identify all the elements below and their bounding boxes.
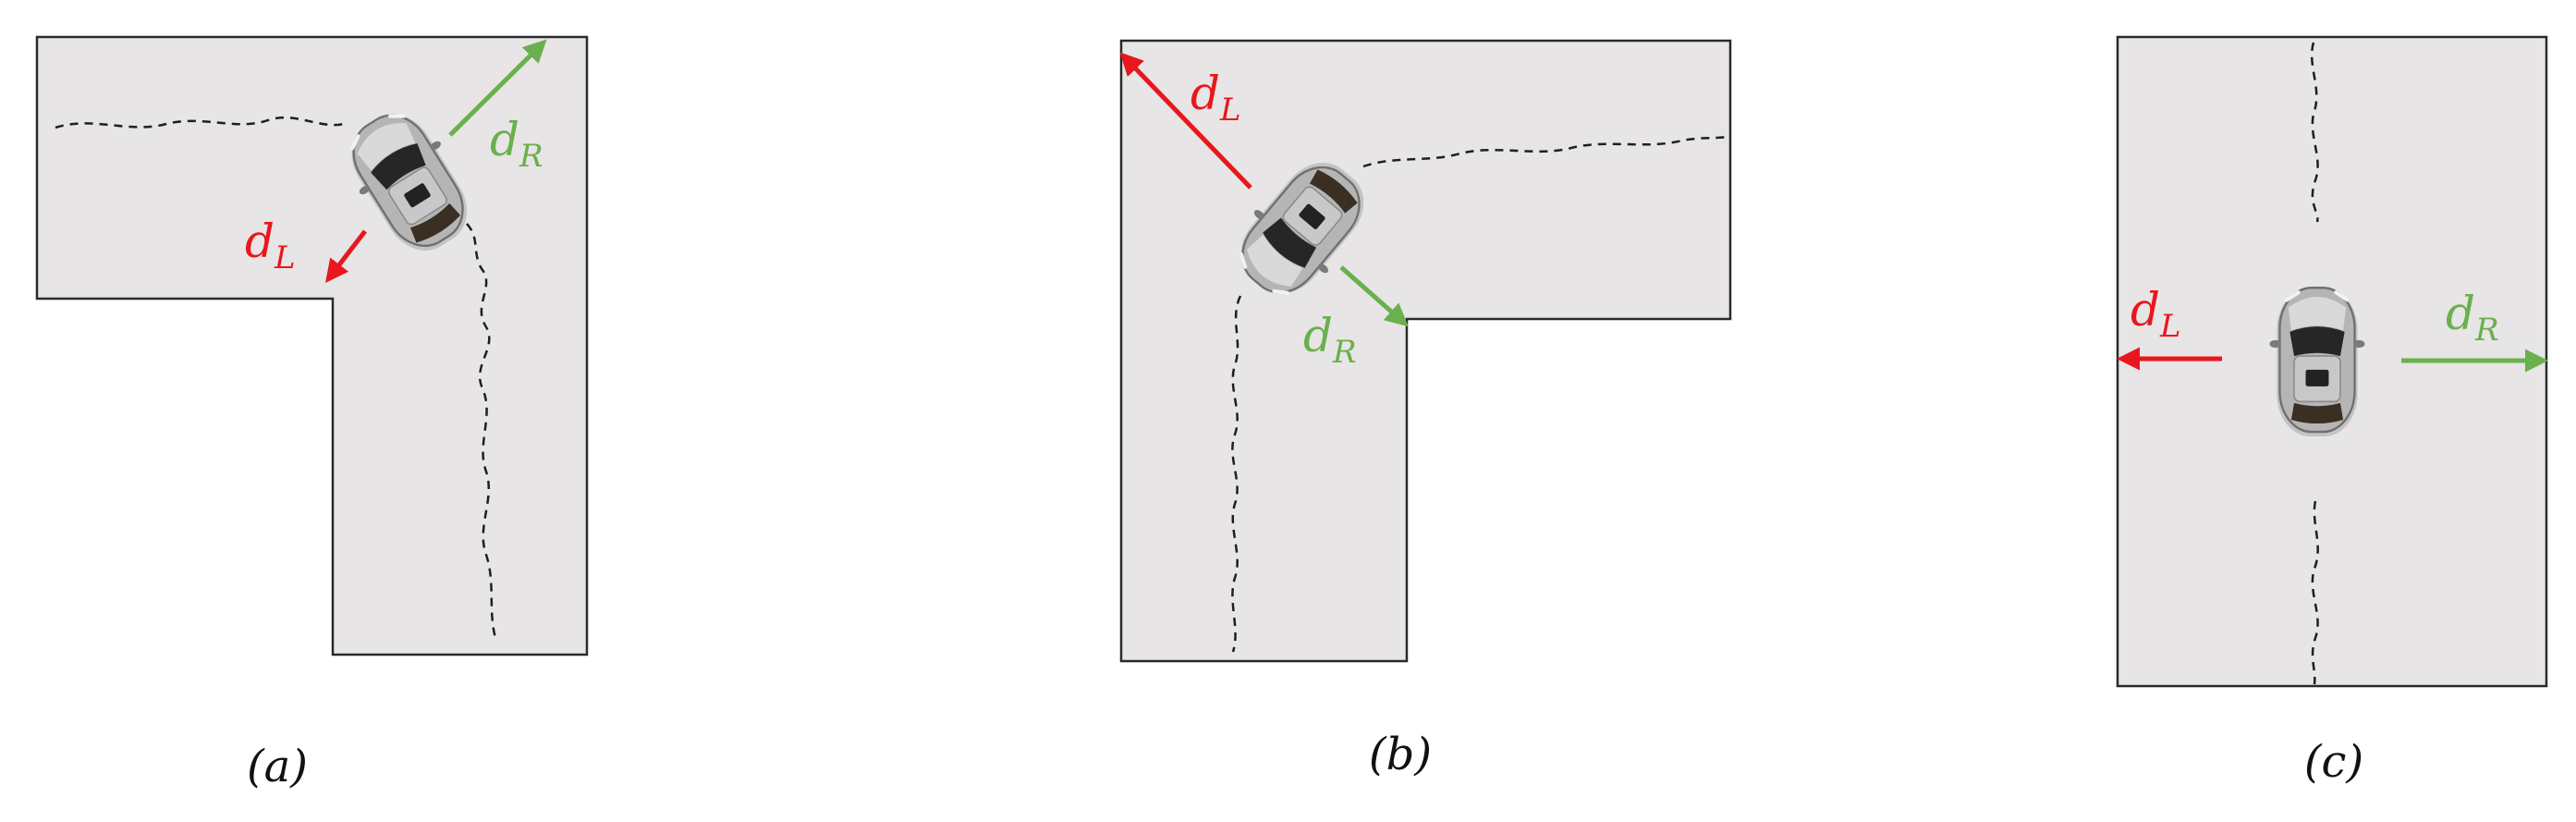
left-distance-label: dL (1190, 67, 1241, 129)
left-distance-label: dL (2130, 283, 2181, 345)
panel-caption: (c) (2304, 736, 2363, 788)
vehicle-path (55, 116, 497, 639)
panel-caption: (a) (247, 741, 308, 792)
panel-caption: (b) (1369, 729, 1432, 780)
vehicle-path (1231, 135, 1728, 653)
panel-a: dL dR (a) (35, 35, 589, 792)
left-distance-arrow (1119, 52, 1252, 190)
road-l-shape (1119, 39, 1732, 663)
vehicle-path (2310, 42, 2319, 685)
panel-c: dL dR (c) (2116, 35, 2548, 788)
panel-b: dL dR (b) (1119, 39, 1732, 780)
right-distance-label: dR (2446, 287, 2499, 349)
left-distance-arrow (324, 229, 367, 283)
car-icon (2270, 288, 2365, 436)
right-distance-label: dR (1303, 309, 1357, 371)
left-distance-label: dL (245, 215, 296, 276)
right-distance-label: dR (490, 113, 543, 175)
right-distance-arrow (448, 39, 547, 137)
right-distance-arrow (1339, 265, 1409, 327)
